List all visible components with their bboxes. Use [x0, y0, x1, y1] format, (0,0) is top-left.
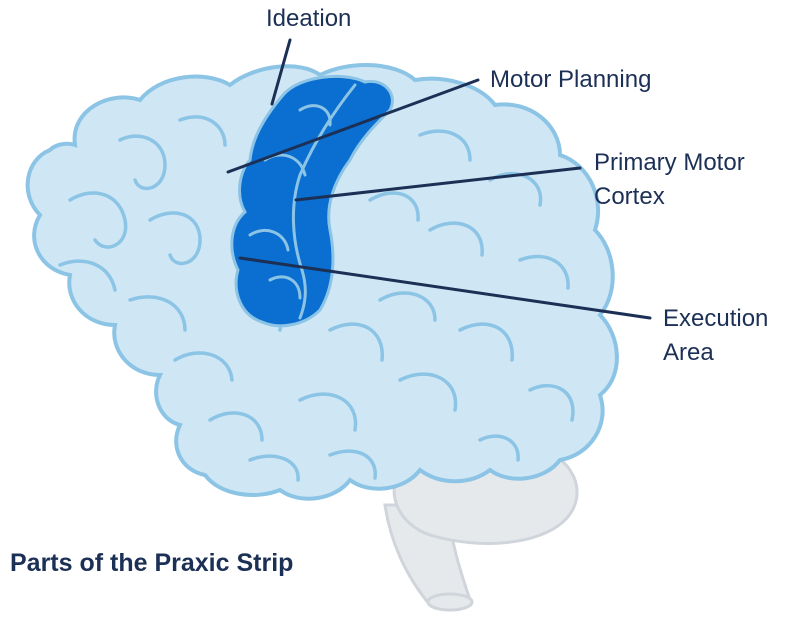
label-motor-planning: Motor Planning [490, 63, 651, 97]
brain-gyri [58, 115, 575, 482]
diagram-caption: Parts of the Praxic Strip [10, 549, 294, 577]
label-motor-planning-text: Motor Planning [490, 66, 652, 93]
label-primary-motor-cortex: Primary Motor Cortex [594, 146, 745, 214]
label-primary-motor-line1: Primary Motor [594, 149, 745, 176]
brain-stem-end [426, 592, 474, 612]
label-primary-motor-line2: Cortex [594, 183, 665, 210]
leader-lines [226, 38, 652, 320]
leader-line-execution [238, 256, 652, 320]
label-ideation: Ideation [266, 2, 351, 36]
leader-line-ideation [270, 38, 292, 106]
label-execution-area: Execution Area [663, 302, 768, 370]
label-execution-line1: Execution [663, 305, 769, 332]
leader-line-motor-planning [226, 78, 480, 174]
label-ideation-text: Ideation [266, 5, 352, 32]
leader-line-primary-motor [294, 166, 582, 202]
label-execution-line2: Area [663, 339, 714, 366]
